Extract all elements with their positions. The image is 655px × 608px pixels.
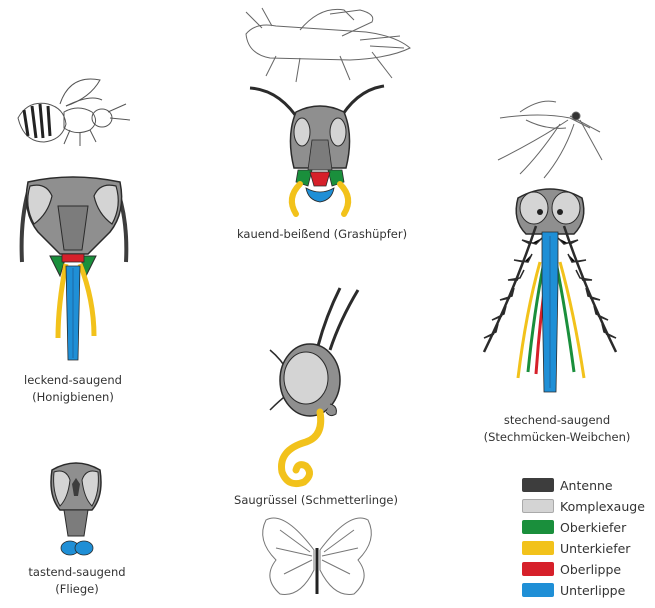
- caption-honeybee: leckend-saugend (Honigbienen): [18, 372, 128, 406]
- mosquito-head: [484, 189, 616, 392]
- grasshopper-eye-right: [330, 118, 346, 146]
- butterfly-head: [270, 288, 358, 484]
- honeybee-labrum: [62, 254, 84, 262]
- legend-swatch: [522, 583, 554, 597]
- legend-label: Oberlippe: [560, 562, 621, 577]
- legend-label: Unterlippe: [560, 583, 625, 598]
- grasshopper-maxilla-left: [292, 184, 300, 214]
- legend-item-komplexauge: Komplexauge: [522, 497, 645, 515]
- fly-head: [51, 463, 101, 555]
- caption-fly-line2: (Fliege): [22, 581, 132, 598]
- legend-swatch: [522, 562, 554, 576]
- caption-grasshopper: kauend-beißend (Grashüpfer): [232, 226, 412, 243]
- mosquito-eye-left: [520, 192, 548, 224]
- legend-label: Komplexauge: [560, 499, 645, 514]
- caption-mosquito: stechend-saugend (Stechmücken-Weibchen): [472, 412, 642, 446]
- legend-item-antenne: Antenne: [522, 476, 613, 494]
- mosquito-sketch: [498, 101, 602, 178]
- butterfly-proboscis: [282, 412, 321, 484]
- caption-mosquito-line2: (Stechmücken-Weibchen): [472, 429, 642, 446]
- caption-fly: tastend-saugend (Fliege): [22, 564, 132, 598]
- butterfly-antenna-left: [318, 288, 340, 346]
- grasshopper-eye-left: [294, 118, 310, 146]
- grasshopper-labium: [306, 188, 334, 202]
- fly-labellum-right: [75, 541, 93, 555]
- legend-swatch: [522, 499, 554, 513]
- grasshopper-antenna-left: [250, 88, 300, 122]
- caption-fly-line1: tastend-saugend: [22, 564, 132, 581]
- legend-item-oberkiefer: Oberkiefer: [522, 518, 626, 536]
- legend-label: Antenne: [560, 478, 613, 493]
- legend-item-oberlippe: Oberlippe: [522, 560, 621, 578]
- caption-honeybee-line2: (Honigbienen): [18, 389, 128, 406]
- legend-label: Unterkiefer: [560, 541, 630, 556]
- butterfly-sketch: [263, 518, 372, 595]
- grasshopper-head: [250, 86, 384, 214]
- legend-swatch: [522, 541, 554, 555]
- butterfly-eye: [284, 352, 328, 404]
- grasshopper-sketch: [246, 8, 410, 82]
- caption-mosquito-line1: stechend-saugend: [472, 412, 642, 429]
- mosquito-eye-right: [552, 192, 580, 224]
- legend-item-unterlippe: Unterlippe: [522, 581, 625, 599]
- legend-swatch: [522, 520, 554, 534]
- mosquito-antenna-right: [564, 226, 616, 352]
- grasshopper-maxilla-right: [340, 184, 348, 214]
- caption-honeybee-line1: leckend-saugend: [18, 372, 128, 389]
- legend-item-unterkiefer: Unterkiefer: [522, 539, 630, 557]
- legend-swatch: [522, 478, 554, 492]
- caption-butterfly: Saugrüssel (Schmetterlinge): [226, 492, 406, 509]
- grasshopper-labrum: [310, 172, 330, 186]
- honeybee-sketch: [18, 79, 130, 146]
- mosquito-antenna-left: [484, 226, 536, 352]
- honeybee-head: [22, 177, 127, 360]
- legend-label: Oberkiefer: [560, 520, 626, 535]
